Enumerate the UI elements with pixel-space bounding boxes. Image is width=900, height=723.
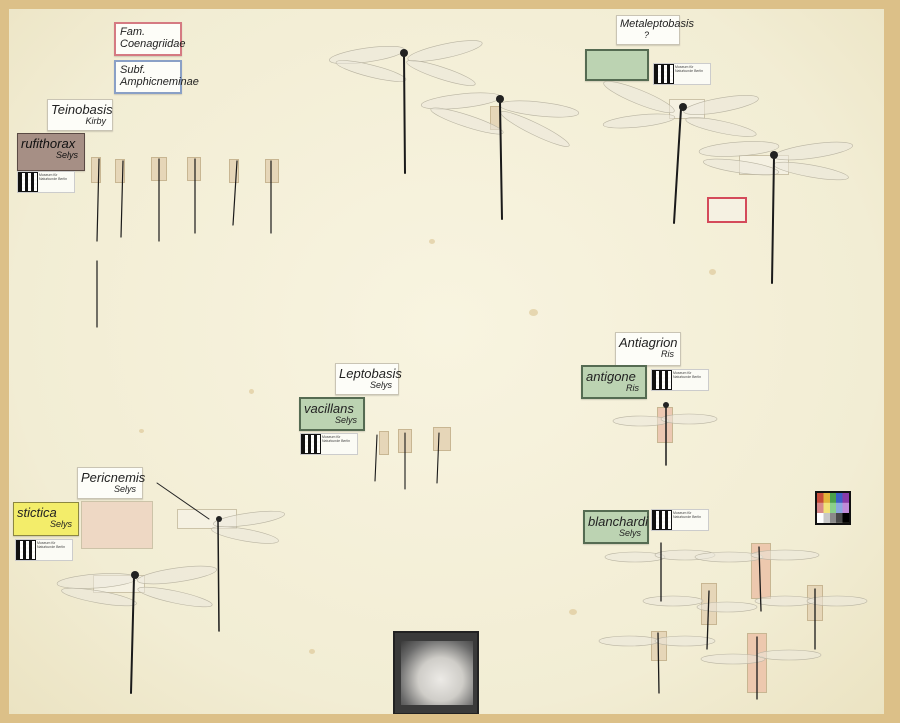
qr-label: Museum für Naturkunde Berlin	[300, 433, 358, 455]
subfamily-label: Subf. Amphicneminae	[114, 60, 199, 94]
stain	[309, 649, 315, 654]
specimen-tray: Fam. Coenagriidae Subf. Amphicneminae Te…	[9, 9, 884, 714]
specimens	[56, 40, 868, 700]
specimen-tag	[265, 159, 279, 183]
qr-code	[654, 64, 674, 84]
stain	[709, 269, 716, 275]
qr-code	[652, 370, 672, 390]
genus-label-pericnemis: Pericnemis Selys	[77, 467, 145, 499]
fumigant-crystals	[401, 641, 473, 705]
species-label-antigone: antigone Ris	[581, 365, 647, 399]
qr-label: Museum für Naturkunde Berlin	[651, 509, 709, 531]
qr-label: Museum für Naturkunde Berlin	[653, 63, 711, 85]
genus-label-leptobasis: Leptobasis Selys	[335, 363, 402, 395]
qr-label: Museum für Naturkunde Berlin	[15, 539, 73, 561]
specimen-tag	[91, 157, 101, 183]
specimen-tag	[115, 159, 125, 183]
genus-label-metaleptobasis: Metaleptobasis ?	[616, 15, 694, 45]
stain	[429, 239, 435, 244]
stain	[569, 609, 577, 615]
color-calibration-card	[815, 491, 851, 525]
qr-code	[16, 540, 36, 560]
specimen-tag	[187, 157, 201, 181]
qr-code	[301, 434, 321, 454]
stain	[529, 309, 538, 316]
genus-label-antiagrion: Antiagrion Ris	[615, 332, 681, 366]
species-label-blank	[585, 49, 649, 81]
fumigant-container	[393, 631, 479, 714]
handwritten-note	[707, 197, 747, 223]
species-label-stictica: stictica Selys	[13, 502, 79, 536]
qr-label: Museum für Naturkunde Berlin	[17, 171, 75, 193]
species-label-blanchardi: blanchardi Selys	[583, 510, 649, 544]
genus-label-teinobasis: Teinobasis Kirby	[47, 99, 113, 131]
stain	[249, 389, 254, 394]
handwritten-determination-label	[81, 501, 153, 549]
stain	[139, 429, 144, 433]
specimen-tag	[379, 431, 389, 455]
species-label-rufithorax: rufithorax Selys	[17, 133, 85, 171]
specimen-tag	[433, 427, 451, 451]
species-label-vacillans: vacillans Selys	[299, 397, 365, 431]
qr-code	[18, 172, 38, 192]
qr-code	[652, 510, 672, 530]
qr-label: Museum für Naturkunde Berlin	[651, 369, 709, 391]
family-label: Fam. Coenagriidae	[114, 22, 185, 56]
specimen-tag	[229, 159, 239, 183]
